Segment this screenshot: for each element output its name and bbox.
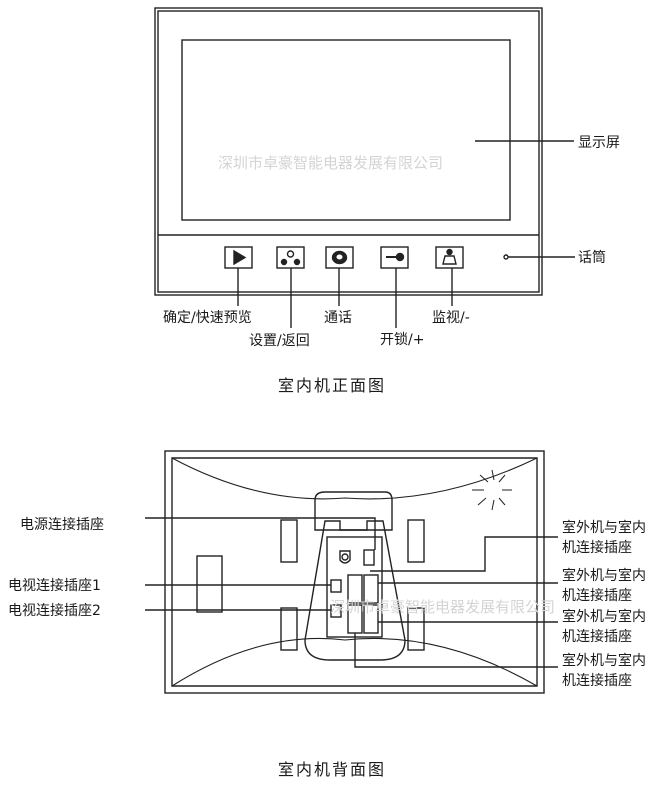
phone-icon <box>331 250 348 265</box>
outdoor-socket-3-label: 室外机与室内 <box>562 608 646 625</box>
outdoor-socket-4 <box>363 604 379 634</box>
play-button[interactable] <box>224 246 253 269</box>
back-title: 室内机背面图 <box>278 760 386 779</box>
microphone <box>503 254 509 260</box>
outdoor-socket-1-label: 室外机与室内 <box>562 519 646 536</box>
watermark: 深圳市卓豪智能电器发展有限公司 <box>218 154 443 172</box>
power-socket <box>363 549 375 566</box>
play-button-label: 确定/快速预览 <box>163 310 252 326</box>
mic-label: 话筒 <box>578 249 606 266</box>
front-housing <box>154 7 543 296</box>
monitor-person-icon <box>442 248 457 265</box>
outdoor-socket-2 <box>363 574 379 604</box>
unlock-button-label: 开锁/+ <box>380 332 424 348</box>
key-icon <box>386 252 405 262</box>
settings-icon <box>280 250 301 266</box>
speaker-grille <box>472 469 512 511</box>
tv-socket-1 <box>330 579 342 593</box>
monitor-button[interactable] <box>435 246 464 269</box>
power-socket-label: 电源连接插座 <box>20 516 104 533</box>
outdoor-socket-1-label: 机连接插座 <box>562 539 632 556</box>
screen-label: 显示屏 <box>578 135 620 151</box>
display-screen <box>181 39 511 221</box>
mount-tab <box>196 555 223 613</box>
play-icon <box>233 249 247 266</box>
outdoor-socket-2-label: 机连接插座 <box>562 587 632 604</box>
tv-socket-2 <box>330 604 342 618</box>
call-button-label: 通话 <box>324 310 352 326</box>
monitor-button-label: 监视/- <box>432 310 470 326</box>
settings-button-label: 设置/返回 <box>249 333 310 349</box>
outdoor-socket-4-label: 机连接插座 <box>562 672 632 689</box>
watermark: 深圳市卓豪智能电器发展有限公司 <box>330 598 555 616</box>
outdoor-socket-2-label: 室外机与室内 <box>562 567 646 584</box>
outdoor-socket-1 <box>347 574 363 604</box>
call-button[interactable] <box>325 246 354 269</box>
tv-socket-2-label: 电视连接插座2 <box>8 602 101 619</box>
back-housing <box>164 450 545 694</box>
front-title: 室内机正面图 <box>278 376 386 395</box>
unlock-button[interactable] <box>380 246 409 269</box>
outdoor-socket-4-label: 室外机与室内 <box>562 652 646 669</box>
tv-socket-1-label: 电视连接插座1 <box>8 577 101 594</box>
outdoor-socket-3-label: 机连接插座 <box>562 628 632 645</box>
connector-panel <box>304 520 406 661</box>
settings-button[interactable] <box>276 246 305 269</box>
